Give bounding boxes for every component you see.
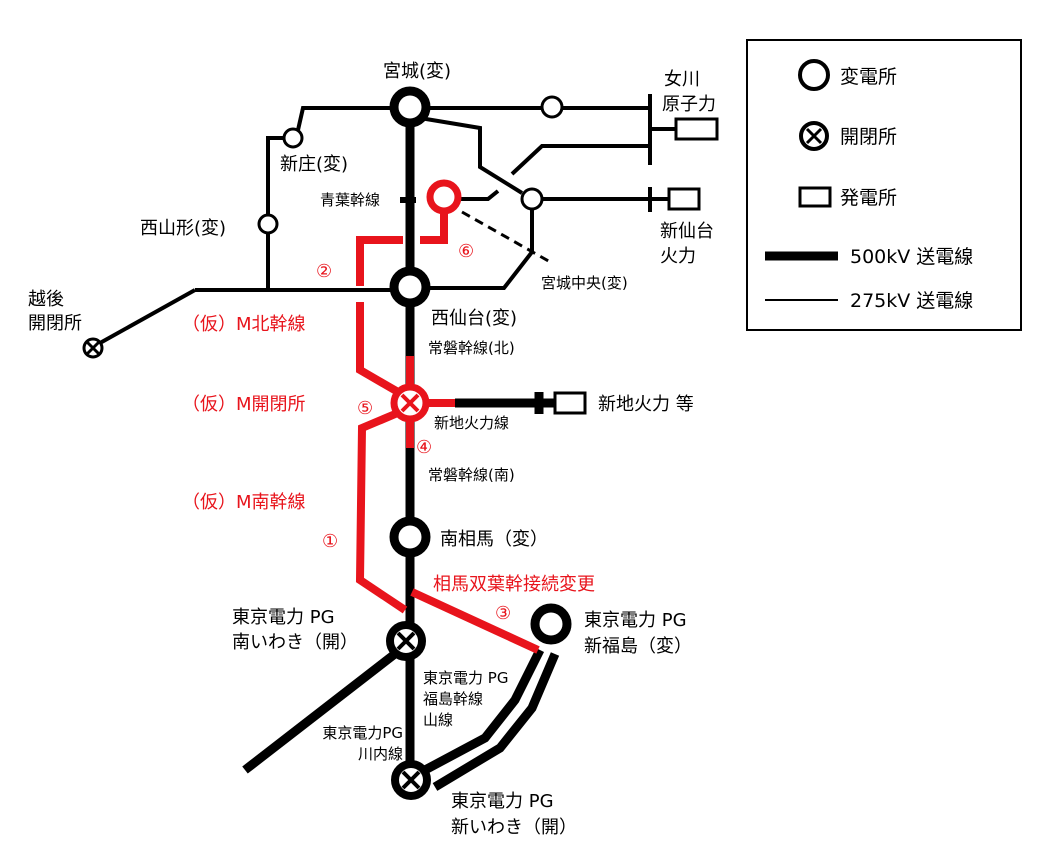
legend-substation: 変電所 bbox=[840, 66, 897, 88]
label-shinfukushima-1: 東京電力 PG bbox=[584, 610, 687, 631]
label-shiniwaki-1: 東京電力 PG bbox=[451, 791, 554, 812]
label-onagawa-2: 原子力 bbox=[662, 94, 716, 115]
shinfukushima-substation-icon bbox=[530, 603, 572, 645]
label-fukushima-line-3: 山線 bbox=[423, 711, 453, 729]
label-kawauchi-2: 川内線 bbox=[358, 745, 403, 763]
label-shiniwaki-2: 新いわき（開） bbox=[451, 817, 577, 838]
label-shinchi-line: 新地火力線 bbox=[434, 414, 509, 432]
label-n2: ② bbox=[316, 261, 332, 282]
legend-switch-icon bbox=[799, 121, 829, 151]
label-joban-south: 常磐幹線(南) bbox=[428, 466, 515, 484]
label-echigo-2: 開閉所 bbox=[28, 313, 82, 334]
label-joban-north: 常磐幹線(北) bbox=[428, 339, 515, 357]
substation-icon bbox=[540, 95, 564, 119]
m-switch-red-icon bbox=[390, 383, 430, 423]
lines-275kv bbox=[99, 94, 676, 345]
label-shinsendai-2: 火力 bbox=[660, 246, 696, 267]
aoba-substation-red-icon bbox=[426, 179, 462, 215]
nodes bbox=[82, 86, 719, 800]
label-n5: ⑤ bbox=[357, 398, 373, 419]
legend-plant-icon bbox=[798, 186, 832, 208]
label-m-switch: （仮）M開閉所 bbox=[182, 394, 306, 415]
lines-500kv bbox=[242, 108, 560, 791]
shinsendai-plant-icon bbox=[667, 187, 701, 211]
label-m-north-line: （仮）M北幹線 bbox=[182, 314, 306, 335]
label-m-south-line: （仮）M南幹線 bbox=[182, 492, 306, 513]
label-fukushima-line-1: 東京電力 PG bbox=[423, 669, 508, 687]
label-minamiiwaki-2: 南いわき（開） bbox=[232, 632, 358, 653]
nishisendai-substation-icon bbox=[389, 266, 431, 308]
label-minamiiwaki-1: 東京電力 PG bbox=[232, 607, 335, 628]
label-miyagichuo: 宮城中央(変) bbox=[541, 274, 628, 292]
labels: 宮城(変) 新庄(変) 西山形(変) 越後 開閉所 女川 原子力 新仙台 火力 … bbox=[28, 61, 716, 838]
red-labels: （仮）M北幹線 （仮）M開閉所 （仮）M南幹線 相馬双葉幹接続変更 ① ② ③ … bbox=[182, 241, 595, 624]
label-n6: ⑥ bbox=[458, 241, 474, 262]
label-aoba-line: 青葉幹線 bbox=[320, 191, 380, 209]
label-onagawa-1: 女川 bbox=[664, 69, 700, 90]
red-new-lines bbox=[355, 179, 540, 654]
legend-switching-station: 開閉所 bbox=[840, 126, 897, 148]
legend-power-plant: 発電所 bbox=[840, 187, 897, 209]
echigo-switch-icon bbox=[82, 337, 104, 359]
label-n1: ① bbox=[322, 531, 338, 552]
label-soma-change: 相馬双葉幹接続変更 bbox=[433, 574, 595, 595]
label-nishisendai: 西仙台(変) bbox=[431, 308, 517, 329]
legend-275kv: 275kV 送電線 bbox=[850, 290, 973, 312]
shiniwaki-switch-icon bbox=[391, 760, 431, 800]
minamiiwaki-switch-icon bbox=[386, 621, 426, 661]
legend-500kv: 500kV 送電線 bbox=[850, 246, 973, 268]
label-kawauchi-1: 東京電力PG bbox=[322, 724, 403, 742]
nishiyamagata-substation-icon bbox=[257, 213, 279, 235]
label-n4: ④ bbox=[416, 437, 432, 458]
label-nishiyamagata: 西山形(変) bbox=[140, 218, 226, 239]
onagawa-plant-icon bbox=[674, 117, 719, 141]
label-fukushima-line-2: 福島幹線 bbox=[423, 690, 483, 708]
legend: 変電所 開閉所 発電所 500kV 送電線 275kV 送電線 bbox=[746, 39, 1022, 331]
label-miyagi: 宮城(変) bbox=[383, 61, 451, 82]
substation-icon bbox=[520, 187, 544, 211]
minamisoma-substation-icon bbox=[389, 516, 431, 558]
label-minamisoma: 南相馬（変） bbox=[440, 529, 548, 550]
label-echigo-1: 越後 bbox=[28, 289, 64, 310]
label-n3: ③ bbox=[495, 603, 511, 624]
label-shinchi: 新地火力 等 bbox=[598, 394, 694, 415]
label-shinjo: 新庄(変) bbox=[280, 154, 348, 175]
legend-substation-icon bbox=[798, 59, 830, 91]
shinjo-substation-icon bbox=[282, 127, 304, 149]
label-shinfukushima-2: 新福島（変） bbox=[584, 636, 692, 657]
shinchi-plant-icon bbox=[553, 391, 587, 415]
miyagi-substation-icon bbox=[389, 86, 431, 128]
label-shinsendai-1: 新仙台 bbox=[660, 221, 714, 242]
